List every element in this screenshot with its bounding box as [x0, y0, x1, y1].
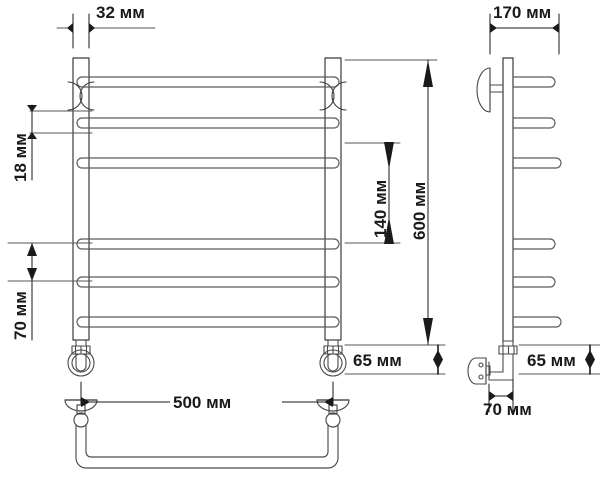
dim-side-depth: [489, 13, 560, 55]
side-rail-2: [512, 117, 556, 129]
dim-top-width: [56, 13, 156, 49]
dim-front-base-inset: [344, 344, 446, 375]
dim-500-text-mask: [170, 390, 282, 408]
dim-label-18: 18 мм: [11, 133, 30, 182]
dim-rail-gap-small: [27, 104, 93, 181]
dim-rail-gap-large: [7, 242, 93, 341]
front-rail-6: [76, 316, 340, 328]
dim-label-500-top: 500 мм: [173, 393, 231, 412]
dim-label-70-side: 70 мм: [483, 400, 532, 419]
front-right-valve: [319, 339, 347, 377]
front-rail-4: [76, 238, 340, 250]
dim-label-70-left: 70 мм: [11, 291, 30, 340]
side-bottom-valve: [467, 340, 518, 385]
bypass-right-flange: [316, 399, 350, 434]
side-rail-1: [512, 76, 556, 88]
dim-label-65-side: 65 мм: [527, 351, 576, 370]
front-view: [67, 57, 347, 377]
front-left-post: [67, 57, 95, 341]
front-left-valve: [67, 339, 95, 377]
side-rail-5: [512, 276, 556, 288]
dim-label-170: 170 мм: [493, 3, 551, 22]
side-rail-4: [512, 238, 556, 250]
bottom-bypass-assembly: [64, 399, 350, 469]
front-rails: [76, 76, 340, 328]
front-rail-2: [76, 117, 340, 129]
dim-label-65-front: 65 мм: [353, 351, 402, 370]
front-rail-1: [76, 76, 340, 88]
dim-label-140: 140 мм: [371, 180, 390, 238]
front-rail-3: [76, 157, 340, 169]
side-rails: [512, 76, 562, 328]
dim-side-wall-offset: [488, 379, 514, 413]
side-rail-3: [512, 157, 562, 169]
dim-label-600: 600 мм: [410, 182, 429, 240]
dim-label-32: 32 мм: [96, 3, 145, 22]
front-rail-5: [76, 276, 340, 288]
side-wall-bracket: [476, 67, 504, 113]
dim-mid-height: [344, 142, 401, 244]
side-rail-6: [512, 316, 562, 328]
dim-side-base-inset: [518, 344, 600, 375]
side-post: [502, 57, 514, 342]
front-right-post: [319, 57, 347, 341]
side-view: [467, 57, 562, 385]
